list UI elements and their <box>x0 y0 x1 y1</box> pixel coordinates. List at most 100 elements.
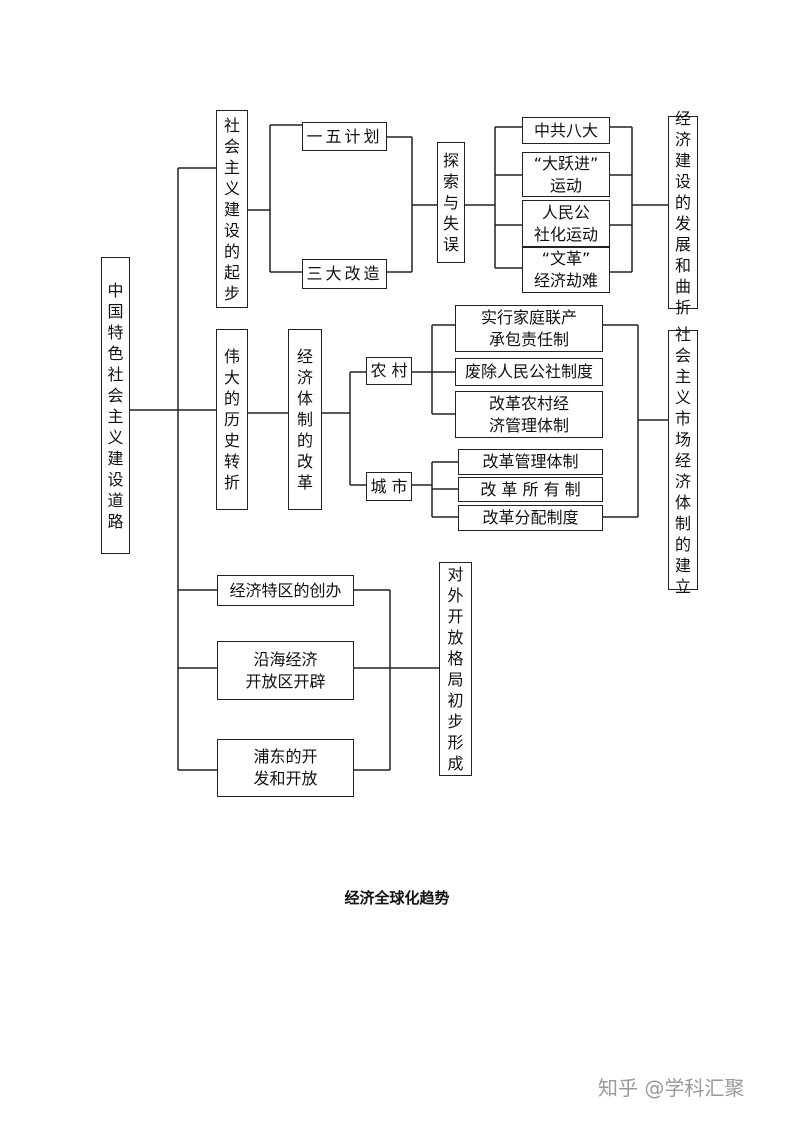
node-line: 济管理体制 <box>488 415 569 435</box>
node-char: 索 <box>442 172 459 191</box>
node-char: 制 <box>674 513 691 533</box>
node-gaige: 经济体制的改革 <box>288 329 322 510</box>
node-char: 路 <box>107 511 124 531</box>
node-line: 经济劫难 <box>533 271 598 290</box>
node-shichang: 社会主义市场经济体制的建立 <box>668 325 698 596</box>
node-char: 和 <box>674 255 691 275</box>
node-char: 经 <box>674 450 691 470</box>
node-char: 社 <box>223 115 240 135</box>
node-char: 中 <box>107 280 124 300</box>
node-char: 义 <box>674 387 691 407</box>
node-lines: “大跃进”运动 <box>534 153 599 197</box>
node-char: 误 <box>442 235 459 254</box>
node-char: 初 <box>447 691 464 710</box>
node-yiwu-label: 一五计划 <box>306 126 383 146</box>
watermark: 知乎 @学科汇聚 <box>598 1076 745 1100</box>
node-pudong: 浦东的开发和开放 <box>217 739 354 797</box>
node-char: 格 <box>447 649 464 668</box>
node-char: 设 <box>223 220 240 240</box>
node-char: 步 <box>447 712 464 731</box>
node-line: “文革” <box>541 249 591 268</box>
node-sanda-label: 三大改造 <box>306 264 383 283</box>
node-fenpei-label: 改革分配制度 <box>482 508 579 527</box>
node-char: 义 <box>107 427 124 447</box>
node-char: 主 <box>223 157 240 177</box>
node-line: 实行家庭联产 <box>480 307 577 327</box>
node-qibu: 社会主义建设的起步 <box>216 110 248 308</box>
node-tequ-label: 经济特区的创办 <box>229 580 342 600</box>
node-char: 建 <box>674 555 691 575</box>
node-suoyou-label: 改 革 所 有 制 <box>480 479 581 499</box>
node-tansuo: 探索与失误 <box>437 142 465 263</box>
node-feichu-label: 废除人民公社制度 <box>464 362 593 381</box>
node-chengshi-label: 城 市 <box>370 476 408 496</box>
node-line: 改革农村经 <box>488 393 569 413</box>
node-bada-label: 中共八大 <box>533 120 598 140</box>
node-char: 的 <box>223 389 240 408</box>
caption: 经济全球化趋势 <box>344 889 450 907</box>
node-quzhe: 经济建设的发展和曲折 <box>668 109 698 317</box>
node-nongcun: 农 村 <box>366 357 412 385</box>
node-char: 局 <box>447 670 464 689</box>
node-line: 沿海经济 <box>253 649 318 669</box>
node-char: 会 <box>674 345 691 365</box>
node-char: 会 <box>107 385 124 405</box>
node-yiwu: 一五计划 <box>302 122 387 151</box>
node-suoyou: 改 革 所 有 制 <box>458 477 603 502</box>
node-char: 形 <box>447 733 464 752</box>
node-feichu: 废除人民公社制度 <box>455 358 603 386</box>
node-char: 济 <box>674 471 691 491</box>
node-chengshi: 城 市 <box>366 472 412 501</box>
node-lines: 浦东的开发和开放 <box>253 746 317 790</box>
node-lines: 人民公社化运动 <box>534 202 598 246</box>
node-char: 步 <box>223 283 240 303</box>
node-char: 建 <box>107 448 124 468</box>
node-char: 成 <box>447 754 464 773</box>
node-renmin: 人民公社化运动 <box>522 200 610 247</box>
node-char: 与 <box>442 193 459 212</box>
node-char: 制 <box>296 410 313 429</box>
node-lines: 沿海经济开放区开辟 <box>245 649 325 693</box>
node-dayuejin: “大跃进”运动 <box>522 152 610 197</box>
node-char: 特 <box>107 322 124 342</box>
node-zhuanzhe: 伟大的历史转折 <box>216 329 248 510</box>
node-char: 主 <box>674 366 691 386</box>
node-char: 经 <box>674 108 691 128</box>
node-char: 转 <box>223 452 240 471</box>
node-char: 济 <box>296 368 313 387</box>
node-char: 场 <box>674 429 691 449</box>
node-char: 发 <box>674 213 691 233</box>
node-char: 革 <box>296 473 313 492</box>
node-guanli: 改革管理体制 <box>458 449 603 475</box>
node-fenpei: 改革分配制度 <box>458 505 603 531</box>
node-char: 济 <box>674 129 691 149</box>
node-char: 改 <box>296 452 313 471</box>
node-char: 放 <box>447 628 464 647</box>
node-sanda: 三大改造 <box>302 259 387 289</box>
node-yanhai: 沿海经济开放区开辟 <box>217 641 354 700</box>
node-char: 会 <box>223 136 240 156</box>
node-root: 中国特色社会主义建设道路 <box>101 257 130 554</box>
node-char: 对 <box>447 565 464 584</box>
node-char: 大 <box>223 368 240 387</box>
node-lines: 改革农村经济管理体制 <box>489 393 569 437</box>
node-nongcun-label: 农 村 <box>370 361 408 380</box>
node-char: 主 <box>107 406 124 426</box>
node-bada: 中共八大 <box>522 117 610 144</box>
node-char: 历 <box>223 410 240 429</box>
node-char: 设 <box>107 469 124 489</box>
node-char: 建 <box>674 150 691 170</box>
node-line: 发和开放 <box>253 769 318 788</box>
node-char: 的 <box>674 534 691 554</box>
node-line: 社化运动 <box>533 224 598 244</box>
node-char: 体 <box>296 389 313 408</box>
node-jiating: 实行家庭联产承包责任制 <box>455 305 603 352</box>
node-char: 建 <box>223 199 240 219</box>
node-wenge: “文革” 经济劫难 <box>522 247 610 293</box>
node-char: 展 <box>674 234 691 254</box>
node-char: 起 <box>223 262 240 282</box>
node-char: 史 <box>223 431 240 450</box>
node-char: 外 <box>447 586 464 605</box>
node-line: 人民公 <box>541 202 590 222</box>
node-char: 色 <box>107 343 124 363</box>
